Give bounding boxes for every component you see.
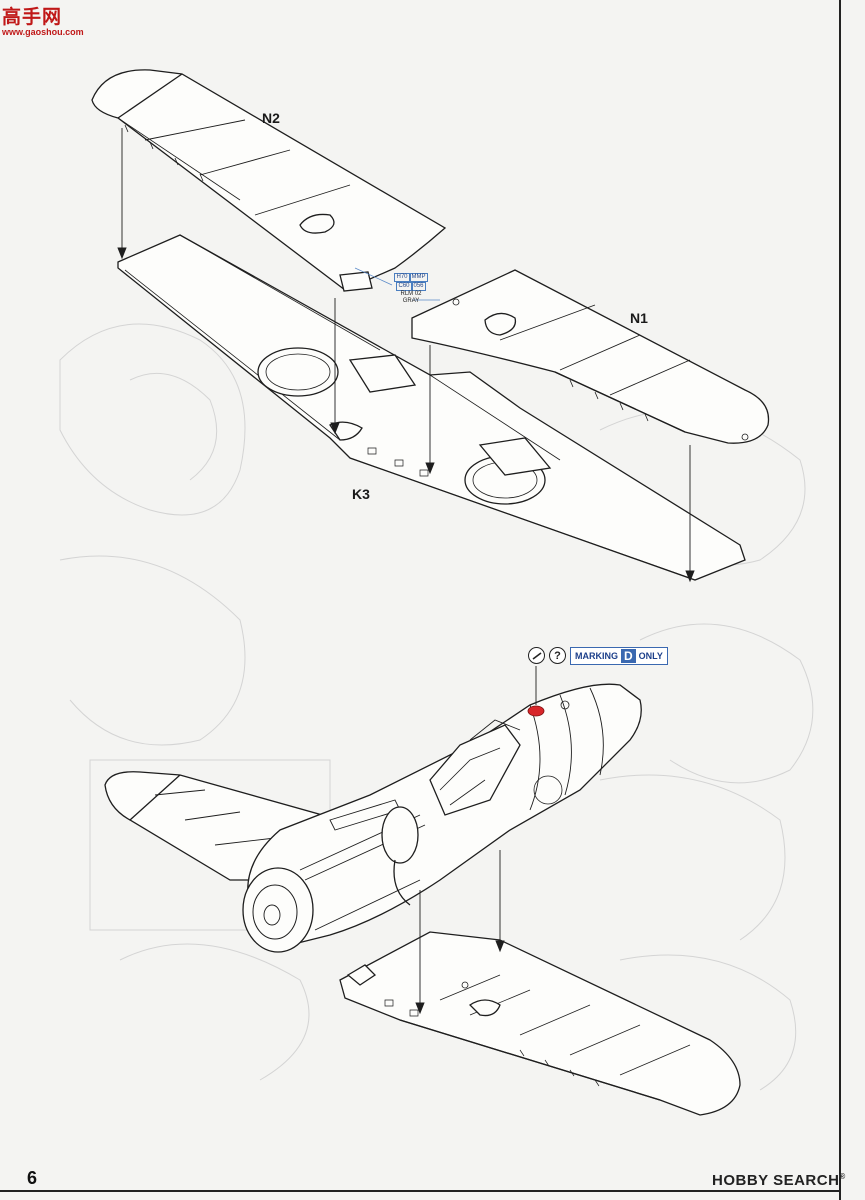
- paint-code-h70: H70: [394, 273, 410, 282]
- paint-name-line1: RLM 02: [400, 291, 422, 297]
- bottom-fuselage-assembly: [104, 683, 741, 1116]
- brand-registered-mark: ®: [839, 1172, 846, 1181]
- paint-code-c60: C60: [396, 282, 412, 291]
- part-label-n2: N2: [262, 110, 280, 126]
- paint-code-056: 056: [411, 282, 426, 291]
- marking-letter: D: [621, 649, 636, 663]
- cockpit-opening: [429, 724, 521, 816]
- part-k3-lower-wing: [117, 234, 746, 581]
- part-n2-upper-left-wing: [91, 69, 447, 291]
- marking-only-badge: MARKING D ONLY: [570, 647, 668, 665]
- marking-prefix: MARKING: [575, 651, 618, 661]
- marking-suffix: ONLY: [638, 651, 663, 661]
- site-name-cn: 高手网: [2, 7, 63, 28]
- page-number: 6: [27, 1168, 38, 1188]
- cut-remove-icon: [528, 647, 545, 664]
- question-help-icon: ?: [549, 647, 566, 664]
- cut-remove-glyph: [532, 651, 541, 660]
- site-watermark-logo: 高手网 www.gaoshou.com: [2, 2, 94, 40]
- site-url: www.gaoshou.com: [2, 27, 84, 37]
- hobby-search-watermark: HOBBY SEARCH®: [712, 1172, 846, 1189]
- top-guide-arrows: [117, 128, 695, 583]
- paint-callout-rlm02: H70 MMP C60 056 RLM 02 GRAY: [393, 273, 429, 305]
- bottom-lower-wing: [339, 931, 741, 1116]
- part-label-k3: K3: [352, 486, 370, 502]
- part-label-n1: N1: [630, 310, 648, 326]
- paint-code-mmp: MMP: [409, 273, 428, 282]
- frame-bottom-edge: [0, 1190, 841, 1192]
- brand-name: HOBBY SEARCH: [712, 1172, 840, 1189]
- paint-name-line2: GRAY: [402, 298, 420, 304]
- bottom-guide-arrows: [415, 666, 537, 1015]
- top-wing-assembly: [91, 69, 770, 581]
- antenna-mount-highlight: [527, 705, 545, 717]
- frame-right-edge: [839, 0, 841, 1200]
